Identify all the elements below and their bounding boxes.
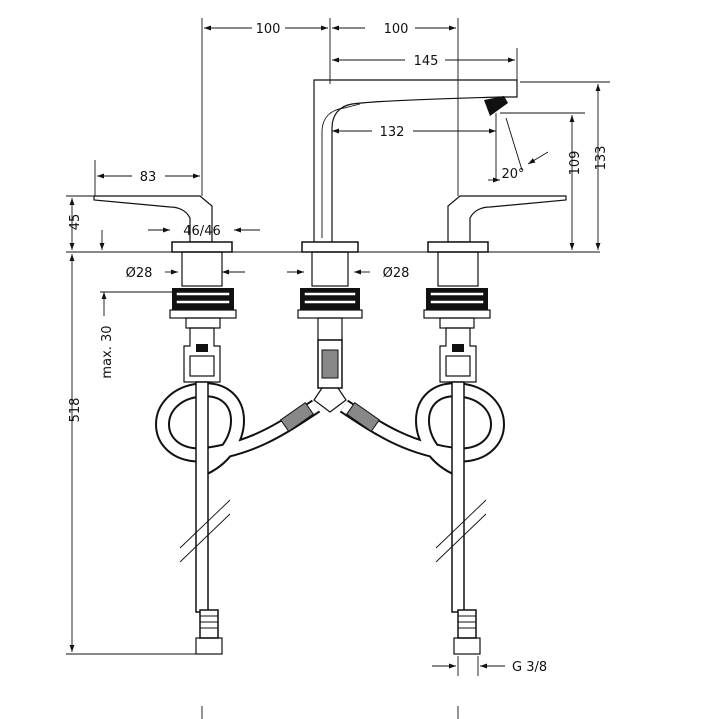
dim-spacing-right: 100 — [384, 22, 409, 37]
mount-nut-left — [169, 288, 237, 329]
dim-handle-length: 83 — [140, 170, 157, 185]
dim-handle-height: 45 — [68, 214, 83, 231]
dim-spout-reach: 145 — [414, 54, 439, 69]
pipe-fitting-left — [195, 609, 223, 655]
dim-spout-height: 109 — [568, 151, 583, 176]
center-connector — [313, 339, 347, 413]
mount-nut-center — [297, 288, 363, 341]
dim-spout-inner: 132 — [380, 125, 405, 140]
spout — [301, 79, 518, 287]
dim-max-thickness: max. 30 — [100, 325, 115, 378]
dim-total-height: 133 — [594, 146, 609, 171]
dim-left-diameter: Ø28 — [126, 266, 153, 281]
dimension-labels: 100 100 145 83 132 45 46/46 Ø28 Ø28 max.… — [68, 22, 609, 675]
dim-angle: 20° — [501, 167, 524, 182]
mount-nut-right — [423, 288, 491, 329]
dim-center-diameter: Ø28 — [383, 266, 410, 281]
pipe-fitting-right — [453, 609, 481, 655]
dim-connection: G 3/8 — [512, 660, 547, 675]
dimension-lines — [69, 25, 601, 669]
dim-spacing-left: 100 — [256, 22, 281, 37]
dim-total-length: 518 — [68, 398, 83, 423]
hoses — [155, 381, 505, 613]
valve-body-left — [183, 327, 221, 383]
right-handle — [427, 195, 567, 287]
dim-handle-gap: 46/46 — [183, 224, 220, 239]
left-handle — [93, 195, 233, 287]
valve-body-right — [439, 327, 477, 383]
